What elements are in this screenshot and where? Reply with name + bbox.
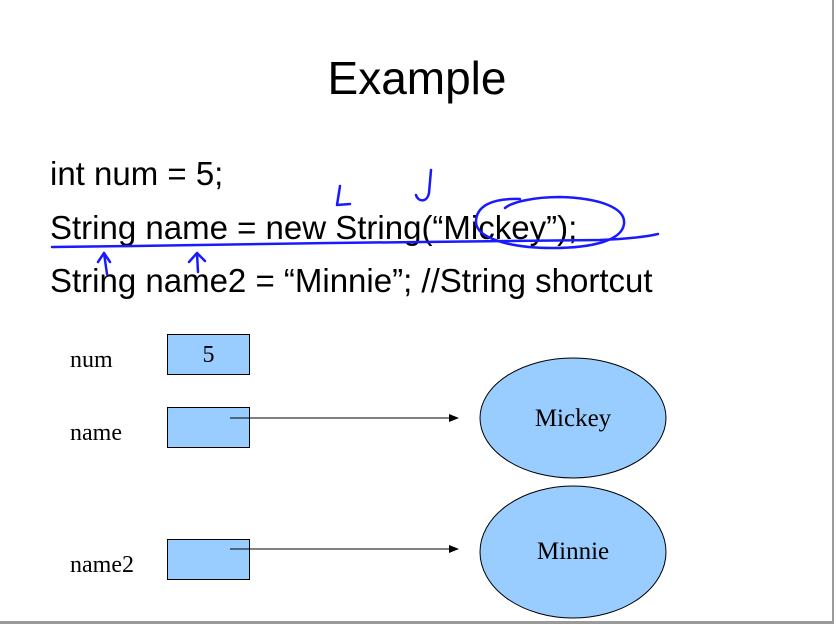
object-text-mickey: Mickey bbox=[534, 405, 612, 432]
variable-label-num: num bbox=[70, 347, 113, 373]
handwritten-tick-string bbox=[414, 168, 433, 202]
variable-box-name2 bbox=[167, 539, 250, 580]
slide-title: Example bbox=[327, 52, 507, 104]
handwritten-tick-new bbox=[335, 184, 352, 207]
variable-box-num: 5 bbox=[167, 334, 250, 375]
code-line-num: int num = 5; bbox=[50, 155, 224, 192]
code-line-name: String name = new String(“Mickey”); bbox=[50, 209, 578, 246]
variable-box-name bbox=[167, 407, 250, 448]
object-text-minnie: Minnie bbox=[536, 538, 610, 565]
variable-label-name: name bbox=[70, 420, 122, 446]
code-line-name2: String name2 = “Minnie”; //String shortc… bbox=[50, 262, 653, 299]
variable-label-name2: name2 bbox=[70, 552, 134, 578]
